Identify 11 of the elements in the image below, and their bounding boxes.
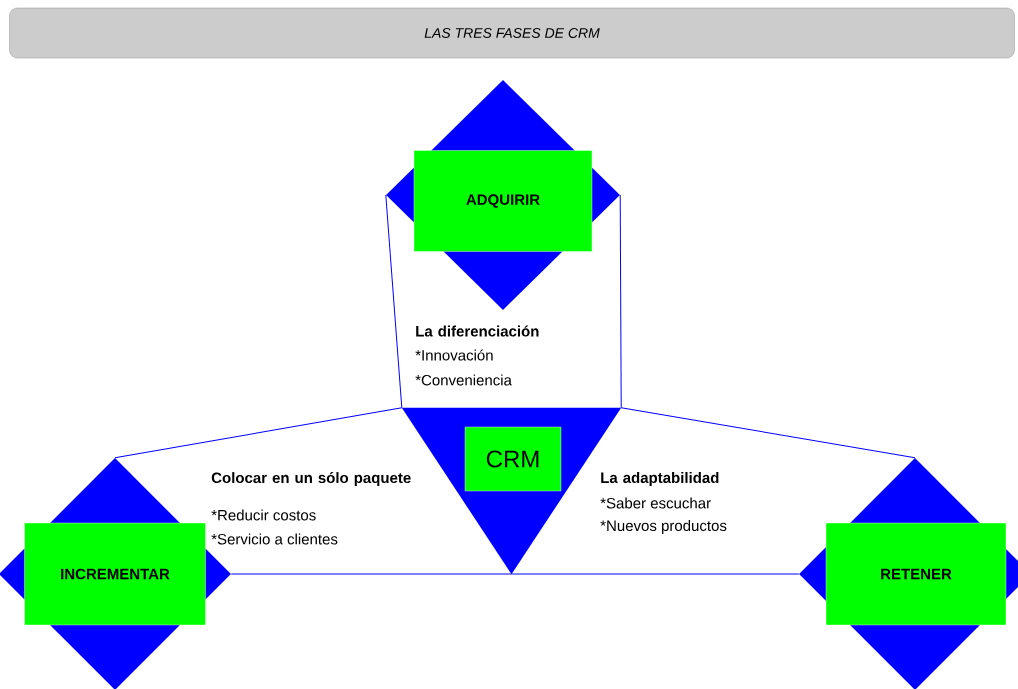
diamond-box: RETENER [799, 458, 1018, 689]
title-bar: LAS TRES FASES DE CRM [9, 7, 1015, 59]
connector-line [385, 194, 403, 409]
diamond-box: ADQUIRIR [386, 80, 620, 310]
connector-line [619, 194, 622, 409]
heading-text: La diferenciación [416, 325, 539, 337]
connector-line [114, 407, 403, 459]
bullet-text: *Conveniencia [415, 374, 512, 386]
connector-line [230, 573, 800, 575]
bullet-text: *Innovación [415, 349, 493, 361]
connector-line [620, 407, 916, 459]
